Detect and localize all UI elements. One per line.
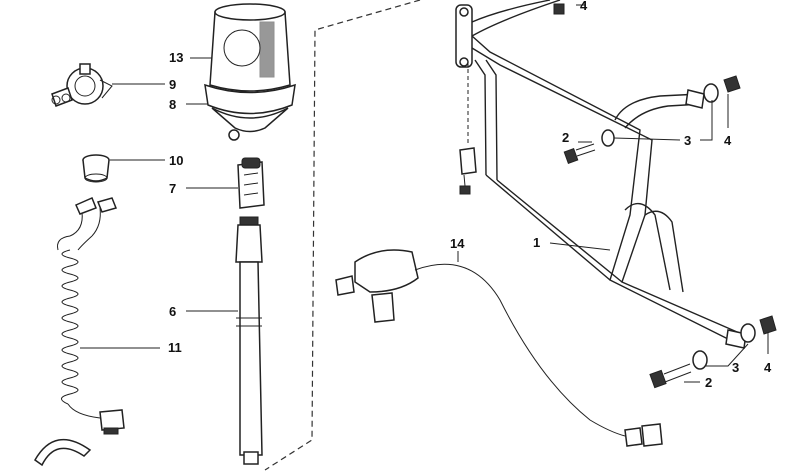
coiled-cable [57,197,125,435]
fastener-set-upper [553,3,741,164]
callout-3-lower: 3 [732,360,739,375]
separator-dashed-line [264,0,421,471]
fastener-set-lower [649,315,777,389]
callout-6: 6 [169,304,176,319]
callout-2-upper: 2 [562,130,569,145]
switch-with-cable [335,249,663,447]
callout-labels: 13 9 8 10 7 6 11 14 1 2 3 4 4 2 3 4 [168,0,772,390]
callout-4-top: 4 [580,0,588,13]
pipe-clamp [34,438,92,467]
beacon-lamp [204,3,296,141]
callout-11: 11 [168,340,182,355]
callout-7: 7 [169,181,176,196]
bulb-socket [51,63,113,107]
callout-1: 1 [533,235,540,250]
callout-4-lower: 4 [764,360,772,375]
callout-2-lower: 2 [705,375,712,390]
callout-10: 10 [169,153,183,168]
callout-3-upper: 3 [684,133,691,148]
callout-14: 14 [450,236,465,251]
mounting-tube [235,216,263,465]
tubular-bracket [455,0,747,349]
callout-9: 9 [169,77,176,92]
grommet [82,154,110,183]
leader-lines [80,4,769,383]
holder-clip [237,157,265,209]
callout-13: 13 [169,50,183,65]
callout-8: 8 [169,97,176,112]
callout-4-upper: 4 [724,133,732,148]
